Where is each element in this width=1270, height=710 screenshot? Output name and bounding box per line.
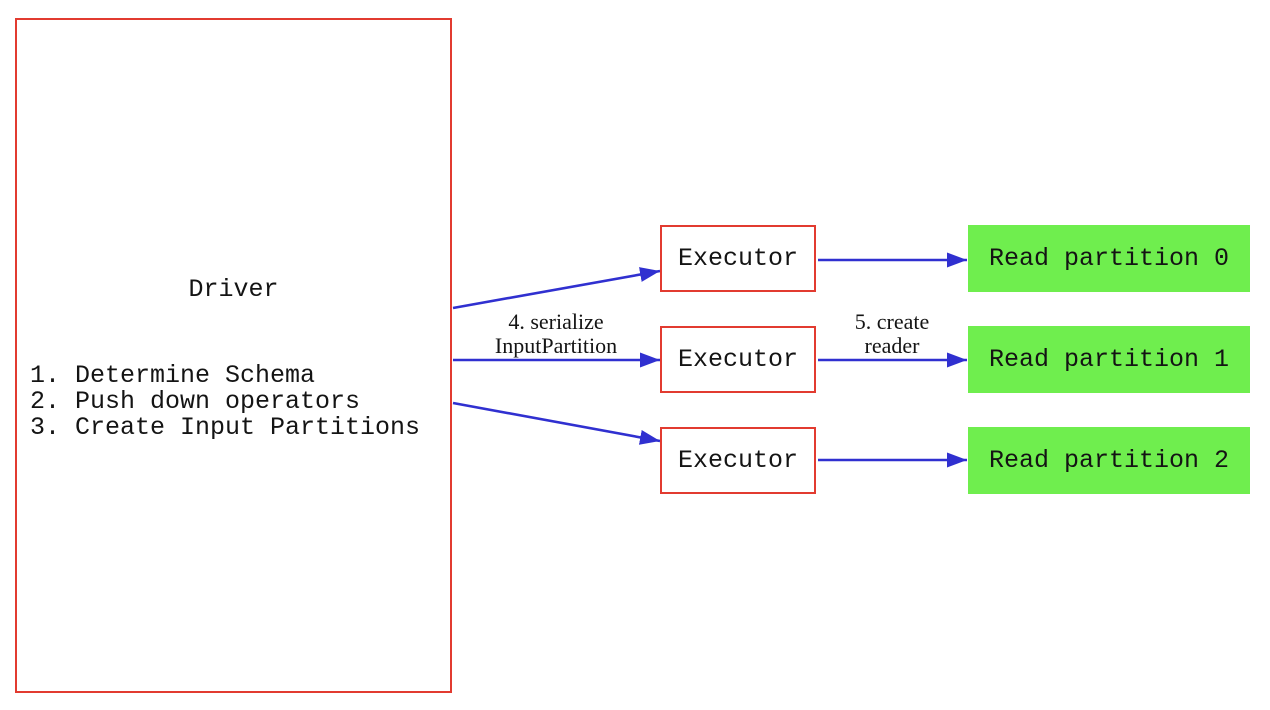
- driver-box: Driver 1. Determine Schema 2. Push down …: [15, 18, 452, 693]
- driver-step-2: 2. Push down operators: [30, 387, 361, 416]
- arrow-driver-to-executor-2: [452, 401, 661, 445]
- serialize-label-line-1: 4. serialize: [508, 309, 604, 334]
- driver-step-3: 3. Create Input Partitions: [30, 413, 421, 442]
- create-reader-label-line-2: reader: [864, 333, 920, 358]
- read-partition-0-box: Read partition 0: [968, 225, 1250, 292]
- driver-title: Driver: [188, 275, 279, 304]
- serialize-input-partition-label: 4. serialize InputPartition: [446, 310, 666, 358]
- executor-box-1: Executor: [660, 326, 816, 393]
- executor-box-0: Executor: [660, 225, 816, 292]
- create-reader-label-line-1: 5. create: [854, 309, 930, 334]
- driver-steps: 1. Determine Schema 2. Push down operato…: [30, 363, 420, 441]
- read-partition-1-box: Read partition 1: [968, 326, 1250, 393]
- arrow-driver-to-executor-0: [452, 267, 661, 310]
- executor-box-2: Executor: [660, 427, 816, 494]
- create-reader-label: 5. create reader: [812, 310, 972, 358]
- read-partition-2-box: Read partition 2: [968, 427, 1250, 494]
- serialize-label-line-2: InputPartition: [494, 333, 618, 358]
- driver-step-1: 1. Determine Schema: [30, 361, 316, 390]
